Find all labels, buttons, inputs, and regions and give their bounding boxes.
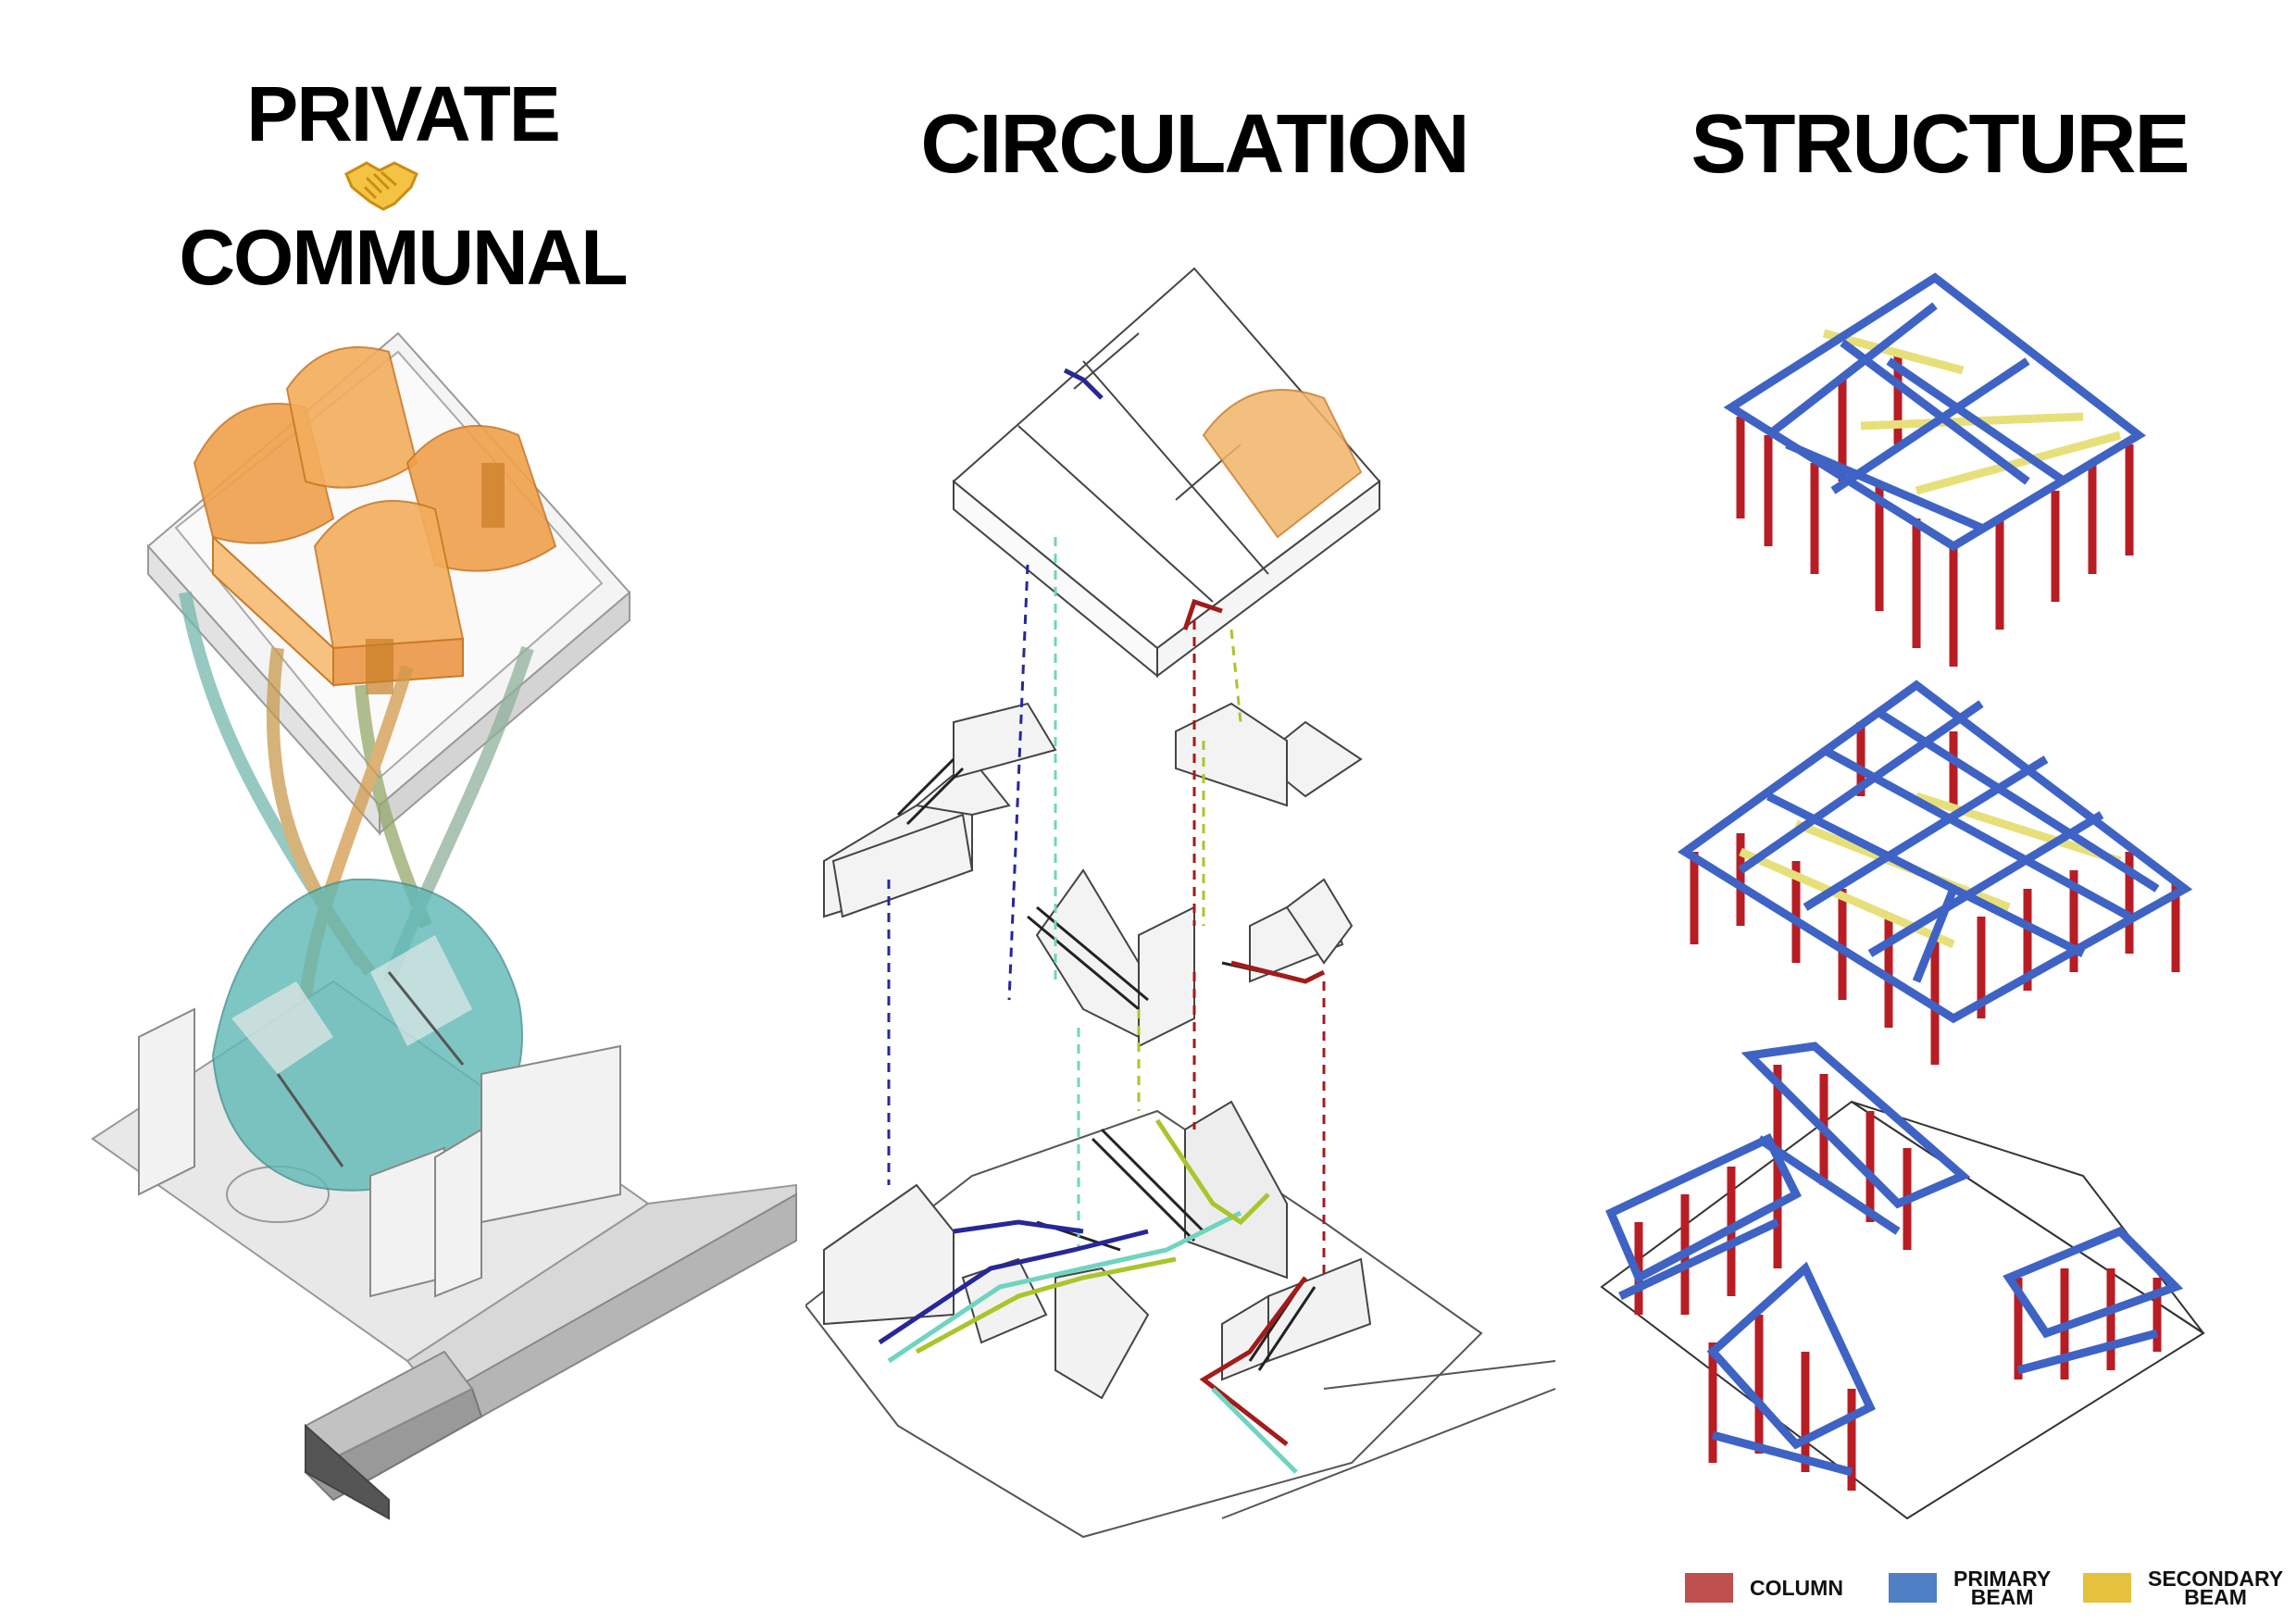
title-communal: COMMUNAL	[179, 214, 628, 301]
circulation-mid-units	[823, 702, 1363, 1048]
structure-axonometric	[1600, 272, 2205, 1520]
legend-swatch-column	[1685, 1573, 1733, 1603]
legend-swatch-primary-beam	[1889, 1573, 1937, 1603]
circulation-top-floor	[952, 267, 1381, 679]
legend-label-primary: PRIMARY	[1953, 1567, 2052, 1591]
legend-item-primary-beam: PRIMARY BEAM	[1889, 1565, 2051, 1611]
title-private: PRIVATE	[246, 70, 561, 157]
structure-panel: STRUCTURE	[1583, 0, 2296, 1623]
legend-label-secondary: SECONDARY	[2148, 1567, 2284, 1591]
legend-label-beam: BEAM	[1970, 1585, 2034, 1609]
circulation-dashed-links	[887, 537, 1326, 1278]
circulation-ground	[805, 1100, 1556, 1539]
legend-item-column: COLUMN	[1685, 1565, 1843, 1611]
structure-wall-frames	[1605, 1042, 2184, 1491]
title-circulation: CIRCULATION	[920, 98, 1469, 191]
private-communal-axonometric	[91, 331, 797, 1520]
circulation-ground-paths	[878, 368, 1326, 1474]
private-communal-panel: PRIVATE COMMUNAL	[0, 0, 805, 1623]
handshake-icon	[344, 161, 418, 211]
communal-dome	[211, 878, 523, 1192]
private-floor-module	[146, 331, 631, 836]
circulation-axonometric	[805, 267, 1556, 1539]
legend-label-beam-2: BEAM	[2184, 1585, 2247, 1609]
circulation-panel: CIRCULATION	[805, 0, 1583, 1623]
structure-middle-frame	[1677, 680, 2193, 1065]
structure-top-frame	[1723, 272, 2146, 667]
legend-item-secondary-beam: SECONDARY BEAM	[2083, 1565, 2283, 1611]
legend-swatch-secondary-beam	[2083, 1573, 2131, 1603]
communal-walls	[138, 1007, 621, 1298]
title-structure: STRUCTURE	[1691, 98, 2190, 191]
legend-label-column: COLUMN	[1750, 1576, 1843, 1600]
